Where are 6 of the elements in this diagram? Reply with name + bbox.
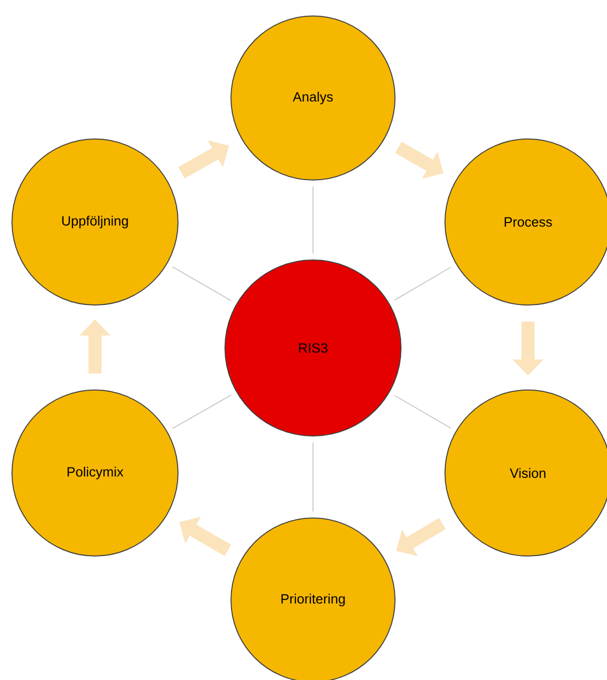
connector-line	[312, 442, 314, 512]
connector-line	[394, 266, 452, 301]
connector-line	[394, 395, 452, 429]
connector-line	[172, 266, 232, 302]
connector-line	[172, 394, 232, 429]
connector-line	[312, 186, 314, 254]
